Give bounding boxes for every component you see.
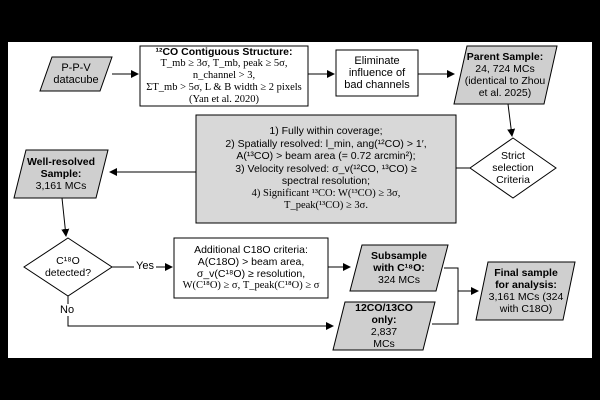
subsample-title-2: with C¹⁸O: bbox=[373, 262, 425, 274]
co-only-line-1: 2,837 bbox=[370, 326, 398, 338]
edge-parent-strict bbox=[507, 103, 516, 137]
well-resolved-node: Well-resolved Sample: 3,161 MCs bbox=[18, 150, 104, 198]
parent-sample-node: Parent Sample: 24, 724 MCs (identical to… bbox=[458, 46, 552, 104]
strict-line-3: Criteria bbox=[496, 174, 530, 186]
co-only-node: 12CO/13CO only: 2,837 MCs bbox=[338, 302, 430, 350]
contig-line-3: (Yan et al. 2020) bbox=[188, 94, 260, 105]
edge-label-no: No bbox=[58, 304, 77, 316]
co-only-title-2: only: bbox=[371, 314, 397, 326]
contig-title: ¹²CO Contiguous Structure: bbox=[155, 46, 293, 58]
final-line-1: 3,161 MCs (324 bbox=[488, 291, 564, 303]
contig-line-2: ΣT_mb > 5σ, L & B width ≥ 2 pixels bbox=[146, 82, 302, 93]
strict-line-1: Strict bbox=[501, 150, 525, 162]
parent-title: Parent Sample: bbox=[466, 51, 544, 63]
final-sample-shape bbox=[475, 261, 576, 321]
eliminate-node: Eliminate influence of bad channels bbox=[336, 50, 418, 96]
contig-structure-node: ¹²CO Contiguous Structure: T_mb ≥ 3σ, T_… bbox=[140, 46, 308, 106]
strict-criteria-node: Strict selection Criteria bbox=[478, 148, 548, 188]
c18o-line-2: detected? bbox=[44, 267, 92, 279]
c18o-decision-node: C¹⁸O detected? bbox=[34, 252, 102, 282]
addl-title: Additional C18O criteria: bbox=[194, 244, 308, 256]
strict-criteria-shape bbox=[469, 137, 557, 199]
final-line-2: with C18O) bbox=[499, 303, 553, 315]
additional-criteria-shape bbox=[173, 237, 329, 299]
criteria-2a: 2) Spatially resolved: l_min, ang(¹²CO) … bbox=[225, 137, 427, 150]
criteria-3a: 3) Velocity resolved: σ_v(¹²CO, ¹³CO) ≥ bbox=[235, 162, 417, 175]
well-title-1: Well-resolved bbox=[26, 156, 96, 168]
criteria-3b: spectral resolution; bbox=[281, 175, 371, 188]
contig-structure-shape bbox=[139, 45, 309, 107]
subsample-node: Subsample with C¹⁸O: 324 MCs bbox=[354, 245, 444, 291]
well-resolved-shape bbox=[13, 149, 109, 199]
eliminate-line-2: influence of bbox=[348, 67, 406, 79]
ppv-datacube-node: P-P-V datacube bbox=[40, 57, 112, 91]
well-title-2: Sample: bbox=[40, 168, 82, 180]
co-only-title-1: 12CO/13CO bbox=[355, 302, 413, 314]
final-sample-node: Final sample for analysis: 3,161 MCs (32… bbox=[480, 262, 572, 320]
edge-subsample-merge bbox=[432, 267, 459, 325]
final-title-2: for analysis: bbox=[495, 279, 557, 291]
edge-well-c18o bbox=[61, 197, 70, 237]
addl-line-1: A(C18O) > beam area, bbox=[197, 256, 305, 268]
parent-line-1: 24, 724 MCs bbox=[475, 63, 535, 75]
strict-line-2: selection bbox=[492, 162, 534, 174]
co-only-line-2: MCs bbox=[373, 338, 395, 350]
subsample-shape bbox=[349, 244, 449, 292]
criteria-box-node: 1) Fully within coverage; 2) Spatially r… bbox=[196, 115, 456, 223]
addl-line-3: W(C¹⁸O) ≥ σ, T_peak(C¹⁸O) ≥ σ bbox=[182, 280, 320, 291]
well-line-1: 3,161 MCs bbox=[35, 180, 87, 192]
additional-criteria-node: Additional C18O criteria: A(C18O) > beam… bbox=[174, 238, 328, 298]
parent-line-3: et al. 2025) bbox=[478, 87, 532, 99]
parent-line-2: (identical to Zhou bbox=[464, 75, 546, 87]
contig-line-1: T_mb ≥ 3σ, T_mb, peak ≥ 5σ, n_channel > … bbox=[160, 58, 288, 81]
c18o-line-1: C¹⁸O bbox=[56, 255, 80, 267]
criteria-1: 1) Fully within coverage; bbox=[269, 125, 383, 138]
eliminate-line-3: bad channels bbox=[344, 79, 410, 91]
subsample-line-1: 324 MCs bbox=[377, 274, 420, 286]
co-only-shape bbox=[332, 301, 436, 351]
ppv-datacube-shape bbox=[39, 56, 113, 92]
criteria-4b: T_peak(¹³CO) ≥ 3σ. bbox=[284, 200, 368, 212]
eliminate-shape bbox=[335, 49, 419, 97]
criteria-box-shape bbox=[195, 114, 457, 224]
subsample-title-1: Subsample bbox=[370, 250, 428, 262]
ppv-label-2: datacube bbox=[53, 74, 99, 86]
eliminate-line-1: Eliminate bbox=[354, 55, 400, 67]
final-title-1: Final sample bbox=[494, 267, 558, 279]
criteria-2b: A(¹³CO) > beam area (= 0.72 arcmin²); bbox=[236, 150, 416, 163]
criteria-4a: 4) Significant ¹³CO: W(¹³CO) ≥ 3σ, bbox=[251, 187, 401, 199]
addl-line-2: σ_v(C¹⁸O) ≥ resolution, bbox=[196, 268, 306, 280]
edge-label-yes: Yes bbox=[134, 260, 156, 272]
parent-sample-shape bbox=[453, 45, 558, 105]
ppv-label-1: P-P-V bbox=[61, 62, 91, 74]
